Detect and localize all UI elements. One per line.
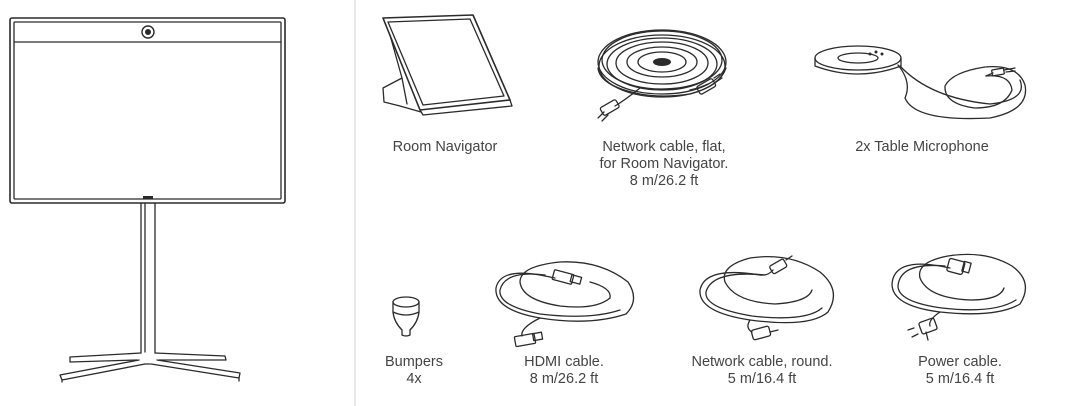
table-microphone-illustration (815, 46, 1026, 119)
table-microphone-label: 2x Table Microphone (855, 139, 989, 155)
room-navigator-label: Room Navigator (392, 139, 498, 155)
round-network-cable-illustration (700, 256, 834, 340)
round-network-cable-label: Network cable, round. 5 m/16.4 ft (691, 354, 833, 387)
hdmi-cable-label: HDMI cable. 8 m/26.2 ft (524, 354, 604, 387)
camera-icon (142, 26, 154, 38)
power-cable-illustration (892, 254, 1025, 340)
bumpers-label: Bumpers 4x (384, 354, 444, 387)
flat-network-cable-label: Network cable, flat, for Room Navigator.… (599, 139, 729, 189)
flat-network-cable-illustration (598, 30, 726, 121)
power-cable-label: Power cable. 5 m/16.4 ft (918, 354, 1002, 387)
display-on-stand-illustration (10, 18, 285, 382)
hdmi-cable-illustration (496, 262, 634, 347)
bumper-illustration (393, 297, 419, 336)
room-navigator-illustration (383, 15, 512, 115)
